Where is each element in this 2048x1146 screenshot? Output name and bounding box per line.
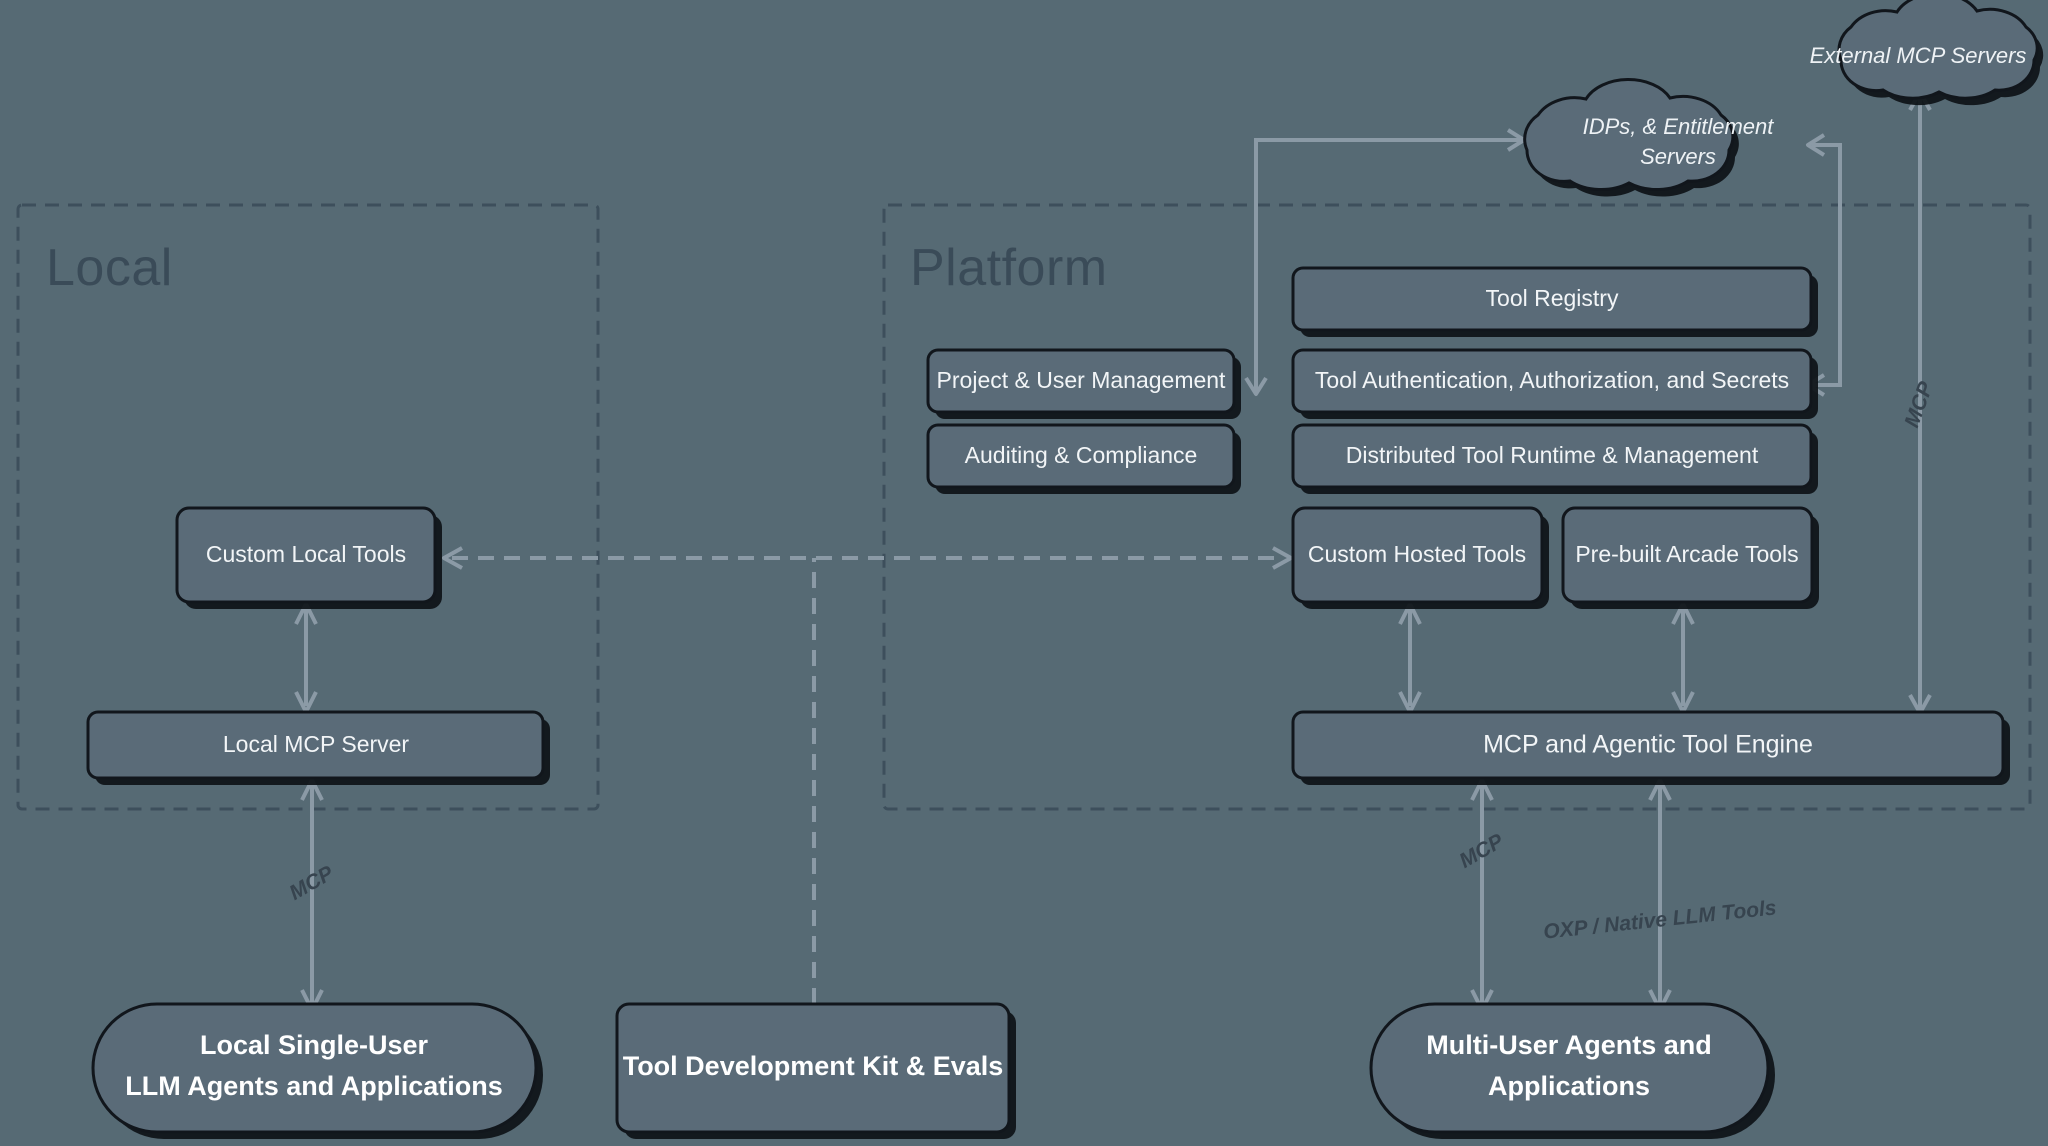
node-label-auditing-compliance: Auditing & Compliance [965, 442, 1198, 468]
connector-project-to-idps [1254, 138, 1520, 385]
group-title-local: Local [46, 239, 173, 297]
node-label-multi-user-agents-line1: Multi-User Agents and [1426, 1030, 1712, 1060]
node-label-mcp-agentic-tool-engine: MCP and Agentic Tool Engine [1483, 731, 1813, 759]
node-tool-auth[interactable]: Tool Authentication, Authorization, and … [1291, 348, 1818, 419]
node-tool-development-kit[interactable]: Tool Development Kit & Evals [615, 1002, 1016, 1139]
node-label-tool-development-kit: Tool Development Kit & Evals [623, 1051, 1004, 1081]
edge-label-mcp-external-group: MCP [1900, 378, 1938, 431]
connector-arrowhead-to-local-tools [442, 546, 463, 570]
node-prebuilt-arcade-tools[interactable]: Pre-built Arcade Tools [1561, 506, 1819, 609]
node-custom-hosted-tools[interactable]: Custom Hosted Tools [1291, 506, 1549, 609]
node-label-tool-registry: Tool Registry [1486, 285, 1619, 311]
group-boundary-local [16, 203, 600, 811]
connector-arrowhead-toolauth-idps-top [1806, 133, 1826, 157]
node-local-agents[interactable]: Local Single-User LLM Agents and Applica… [91, 1002, 543, 1139]
cloud-label-external-mcp-servers: External MCP Servers [1810, 43, 2027, 68]
node-label-project-user-management: Project & User Management [937, 367, 1227, 393]
node-label-custom-hosted-tools: Custom Hosted Tools [1308, 541, 1526, 567]
connector-arrowhead-to-hosted-tools [1272, 546, 1293, 570]
node-project-user-management[interactable]: Project & User Management [926, 348, 1241, 419]
cloud-idps-entitlement-servers[interactable]: IDPs, & Entitlement Servers [1523, 78, 1775, 197]
node-multi-user-agents[interactable]: Multi-User Agents and Applications [1369, 1002, 1775, 1139]
node-label-prebuilt-arcade-tools: Pre-built Arcade Tools [1575, 541, 1798, 567]
node-auditing-compliance[interactable]: Auditing & Compliance [926, 423, 1241, 494]
node-label-multi-user-agents-line2: Applications [1488, 1071, 1650, 1101]
node-distributed-runtime[interactable]: Distributed Tool Runtime & Management [1291, 423, 1818, 494]
node-label-local-agents-line2: LLM Agents and Applications [125, 1071, 503, 1101]
node-custom-local-tools[interactable]: Custom Local Tools [175, 506, 442, 609]
cloud-label-idps-line1: IDPs, & Entitlement [1583, 114, 1775, 139]
node-tool-registry[interactable]: Tool Registry [1291, 266, 1818, 337]
node-label-local-mcp-server: Local MCP Server [223, 731, 410, 757]
node-mcp-agentic-tool-engine[interactable]: MCP and Agentic Tool Engine [1291, 710, 2010, 785]
connector-toolauth-to-idps [1812, 143, 1842, 387]
group-title-platform: Platform [910, 239, 1108, 297]
node-label-local-agents-line1: Local Single-User [200, 1030, 429, 1060]
cloud-label-idps-line2: Servers [1640, 144, 1716, 169]
edge-label-mcp-external: MCP [1900, 378, 1938, 431]
cloud-external-mcp-servers[interactable]: External MCP Servers [1810, 0, 2044, 106]
connector-arrowhead-idps-down [1244, 376, 1268, 396]
node-label-tool-auth: Tool Authentication, Authorization, and … [1315, 367, 1789, 393]
node-label-custom-local-tools: Custom Local Tools [206, 541, 406, 567]
node-label-distributed-runtime: Distributed Tool Runtime & Management [1346, 442, 1759, 468]
node-local-mcp-server[interactable]: Local MCP Server [86, 710, 550, 785]
